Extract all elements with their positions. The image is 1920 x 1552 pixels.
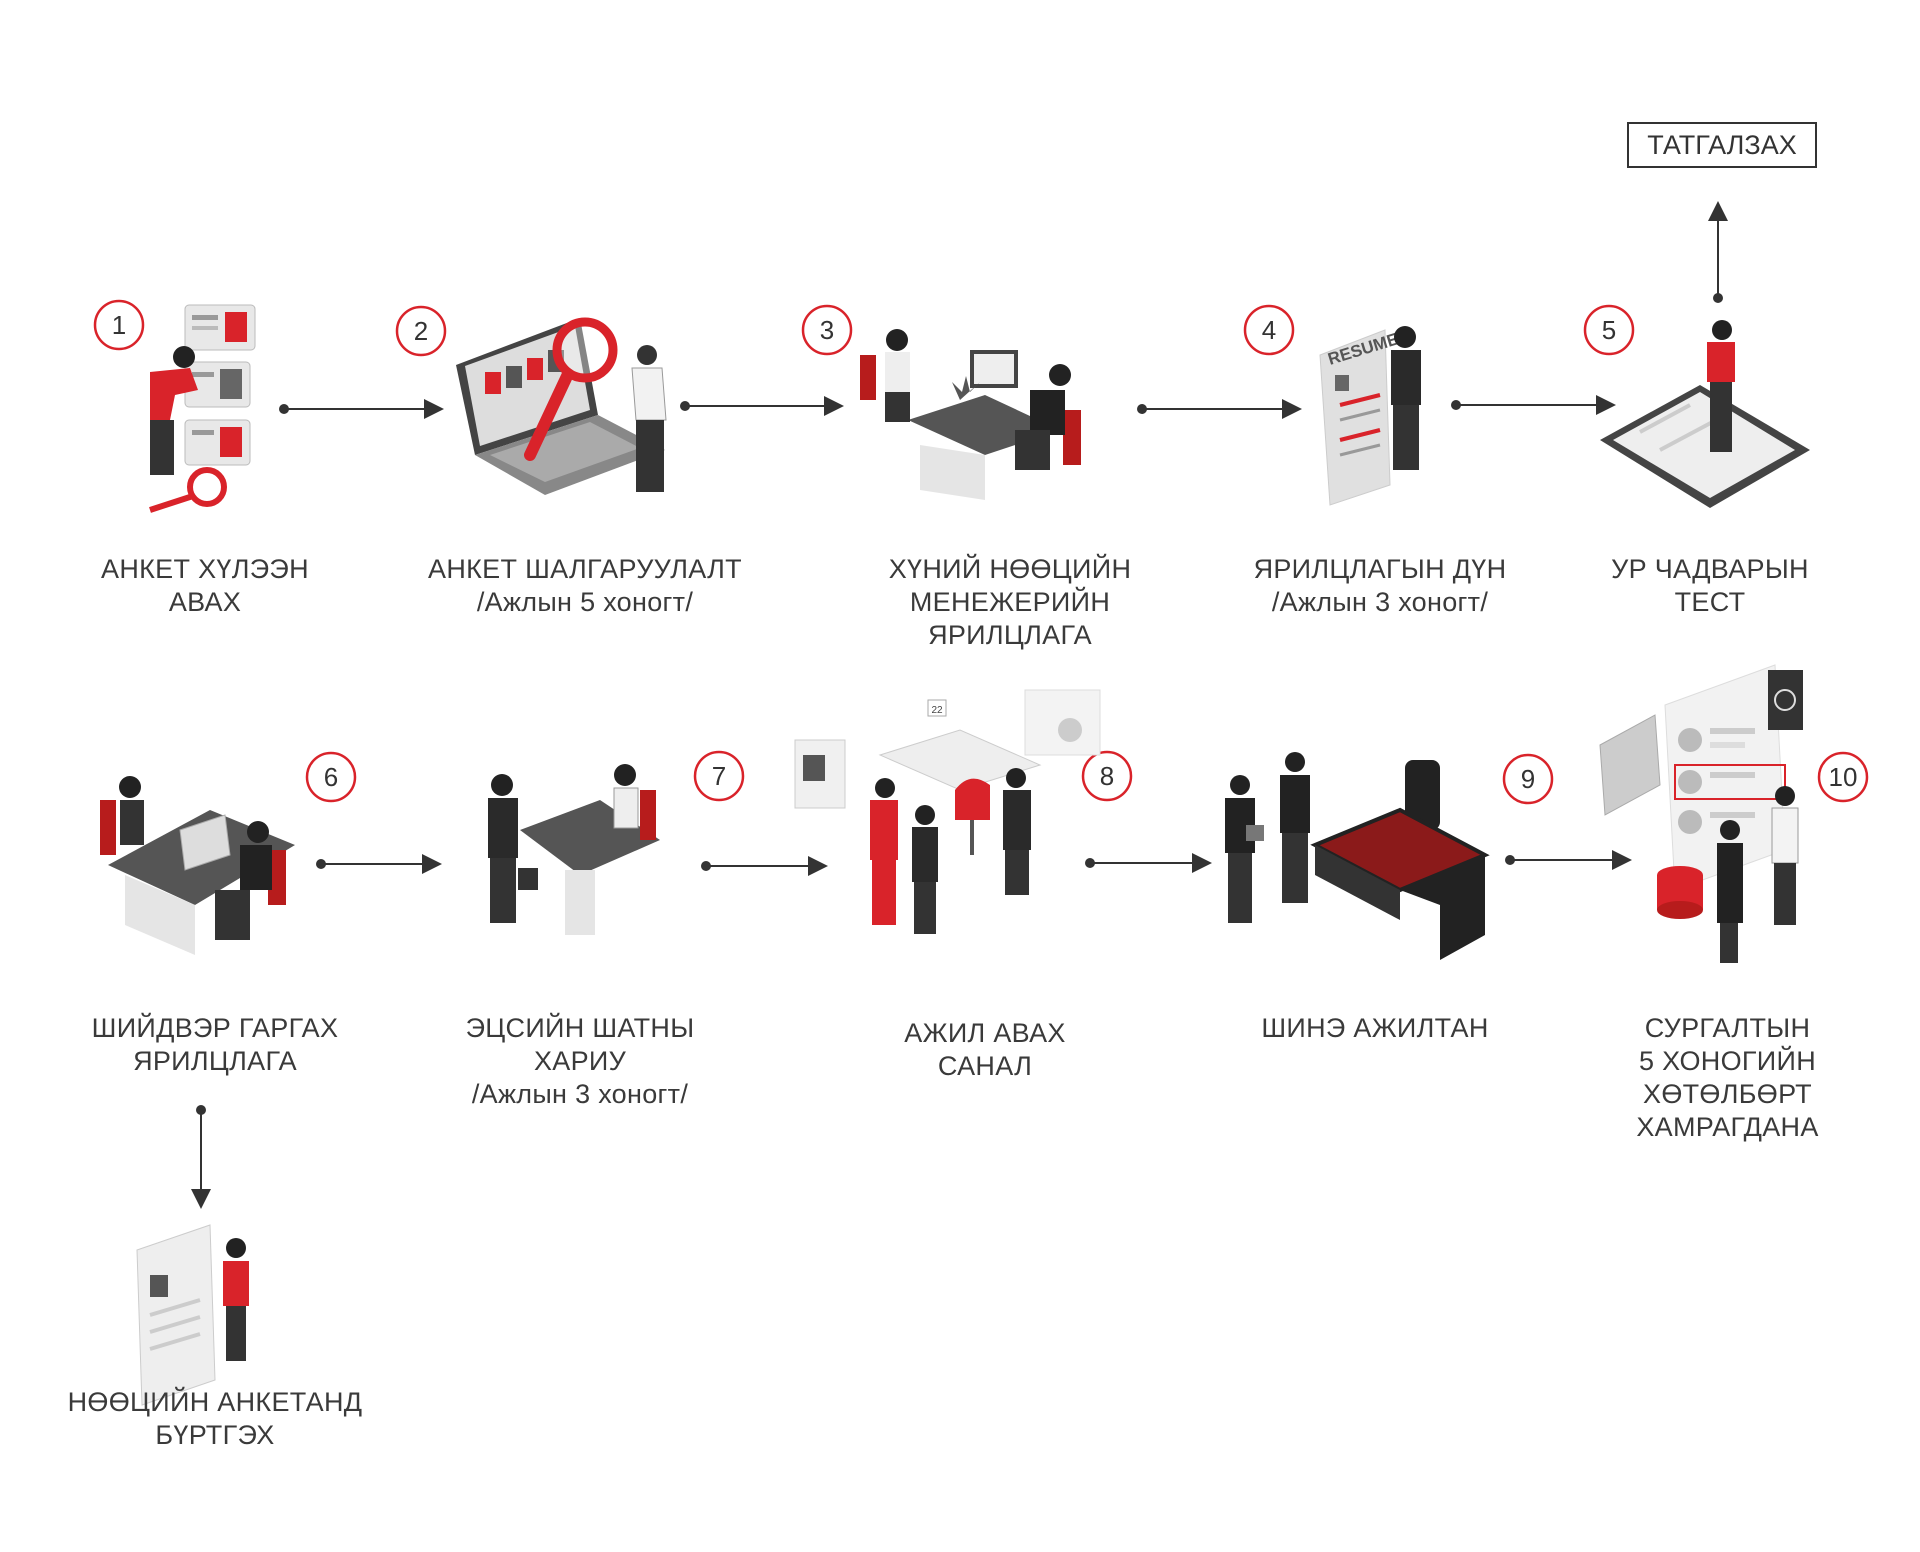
connector-4-5	[1451, 395, 1616, 415]
step-4-label: ЯРИЛЦЛАГЫН ДҮН/Ажлын 3 хоногт/	[1253, 554, 1507, 617]
connector-2-3	[680, 396, 844, 416]
person-icon	[150, 346, 198, 475]
chair-icon	[860, 355, 1081, 465]
svg-text:1: 1	[112, 310, 126, 340]
person-icon	[1003, 768, 1031, 895]
illustration-training-program	[1599, 664, 1803, 963]
person-icon	[1707, 320, 1735, 452]
step-number-badge-1: 1	[93, 299, 145, 351]
svg-text:2: 2	[414, 316, 428, 346]
illustration-interview-results: RESUME	[1319, 326, 1421, 506]
illustration-hr-manager-interview	[860, 329, 1081, 500]
document-icon	[136, 1224, 216, 1406]
person-icon	[912, 805, 938, 934]
svg-text:3: 3	[820, 315, 834, 345]
person-icon	[1717, 820, 1743, 963]
step-number-badge-5: 5	[1583, 304, 1635, 356]
person-icon	[1771, 786, 1799, 925]
step-number-badge-2: 2	[395, 305, 447, 357]
person-icon	[885, 329, 910, 422]
svg-text:22: 22	[931, 705, 943, 716]
step-number-badge-4: 4	[1243, 304, 1295, 356]
step-number-badge-6: 6	[305, 751, 357, 803]
step-2-label: АНКЕТ ШАЛГАРУУЛАЛТ/Ажлын 5 хоногт/	[428, 554, 742, 617]
tablet-icon	[1600, 385, 1810, 508]
chair-icon	[100, 800, 286, 905]
database-icon	[1657, 866, 1703, 919]
box-icon	[1246, 825, 1264, 841]
step-number-badge-8: 8	[1081, 750, 1133, 802]
connector-6-side-branch	[191, 1105, 211, 1209]
monitor-icon	[179, 814, 231, 871]
briefcase-icon	[518, 868, 538, 890]
person-icon	[613, 764, 639, 829]
connector-9-10	[1505, 850, 1632, 870]
person-icon	[488, 774, 518, 923]
illustration-decision-interview	[100, 776, 295, 955]
magnifier-icon	[524, 317, 618, 461]
svg-text:8: 8	[1100, 761, 1114, 791]
connector-1-2	[279, 399, 444, 419]
step-number-badge-3: 3	[801, 304, 853, 356]
chair-icon	[955, 778, 990, 855]
person-icon	[1225, 775, 1255, 923]
svg-text:7: 7	[712, 761, 726, 791]
person-icon	[1391, 326, 1421, 470]
step-number-badge-9: 9	[1502, 753, 1554, 805]
profile-card-icon	[184, 304, 256, 351]
illustration-new-employee	[1225, 752, 1490, 960]
illustration-reserve-registration	[136, 1224, 249, 1406]
illustration-job-offer: 22	[794, 689, 1101, 934]
person-icon	[223, 1238, 249, 1361]
connector-7-8	[701, 856, 828, 876]
illustration-final-response	[488, 764, 660, 935]
monitor-icon	[970, 350, 1018, 388]
profile-card-icon	[184, 361, 251, 408]
reject-box: ТАТГАЛЗАХ	[1627, 122, 1817, 168]
svg-text:10: 10	[1829, 762, 1858, 792]
svg-text:4: 4	[1262, 315, 1276, 345]
connector-3-4	[1137, 399, 1302, 419]
person-icon	[1280, 752, 1310, 903]
person-icon	[119, 776, 144, 845]
resume-document-icon: RESUME	[1319, 329, 1401, 506]
illustration-application-screening	[456, 317, 667, 495]
person-icon	[631, 345, 667, 492]
person-icon	[1015, 364, 1071, 470]
chair-icon	[1405, 760, 1440, 830]
step-number-badge-10: 10	[1817, 751, 1869, 803]
tablet-icon	[1768, 670, 1803, 730]
profile-card-icon	[184, 419, 251, 466]
plant-icon	[952, 376, 980, 400]
connector-6-7	[316, 854, 442, 874]
chair-icon	[640, 790, 656, 840]
document-icon	[1024, 689, 1101, 756]
svg-text:5: 5	[1602, 315, 1616, 345]
magnifier-icon	[149, 467, 227, 513]
person-icon	[870, 778, 898, 925]
illustration-skills-test	[1600, 320, 1810, 508]
connector-5-reject	[1708, 201, 1728, 303]
step-number-badge-7: 7	[693, 750, 745, 802]
svg-text:6: 6	[324, 762, 338, 792]
illustration-applications-received	[149, 304, 256, 513]
person-icon	[215, 821, 272, 940]
calendar-icon: 22	[927, 699, 947, 717]
folder-icon	[1599, 714, 1661, 816]
connector-8-9	[1085, 853, 1212, 873]
step-9-label: ШИНЭ АЖИЛТАН	[1261, 1013, 1489, 1043]
profile-board-icon	[1664, 664, 1786, 891]
document-icon	[794, 739, 846, 809]
svg-text:9: 9	[1521, 764, 1535, 794]
